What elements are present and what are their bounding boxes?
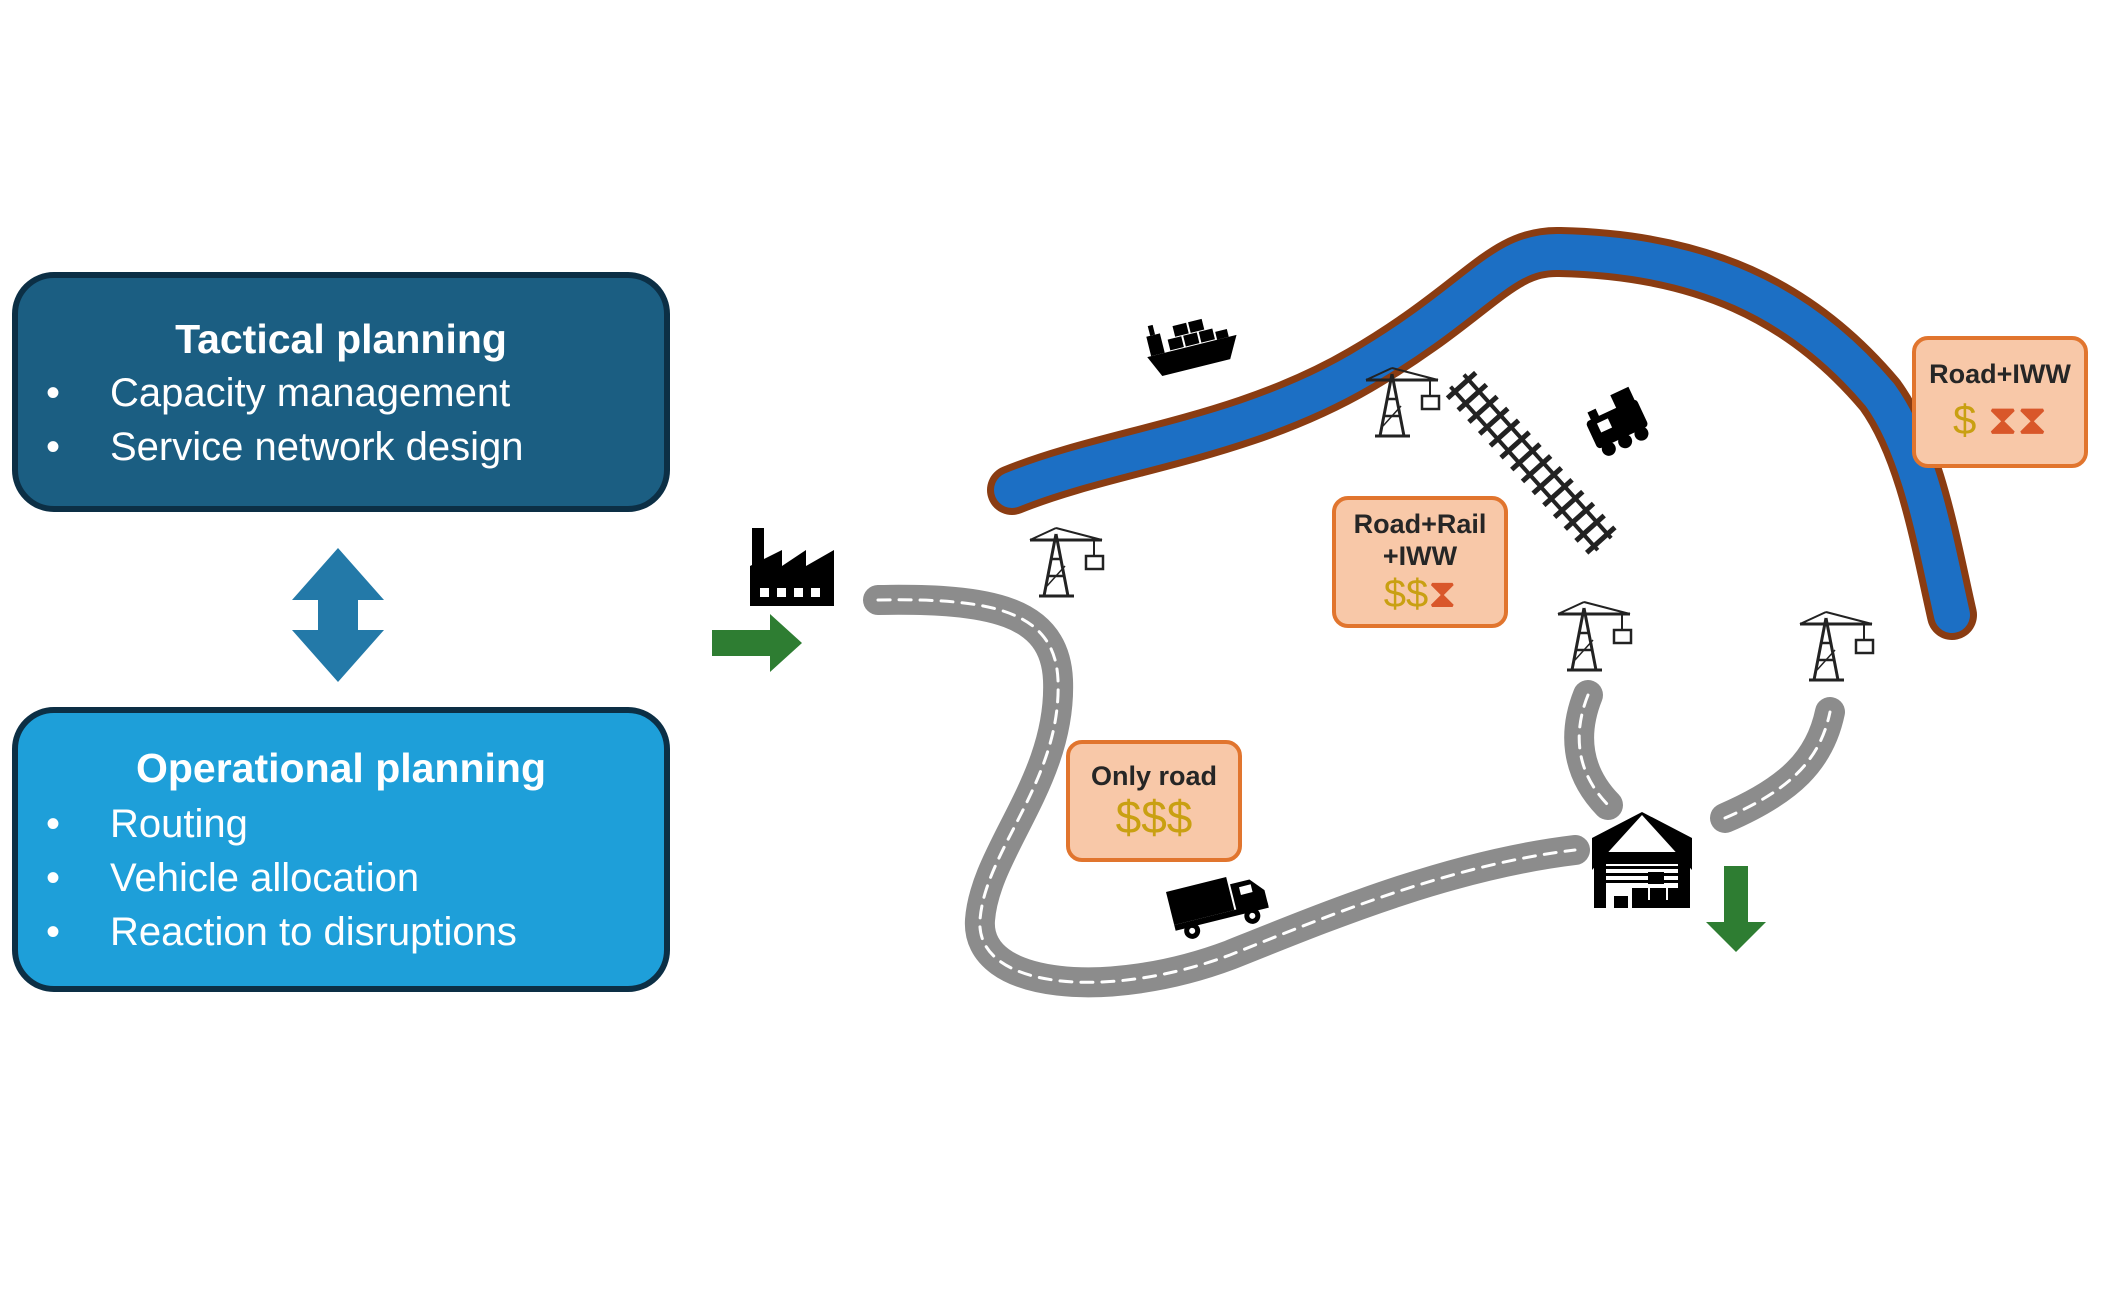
hourglass-icon: ⧗⧗	[1988, 396, 2047, 443]
rail-terminal-road	[1564, 680, 1623, 820]
operational-item-routing: Routing	[110, 802, 248, 846]
truck-icon	[1166, 877, 1269, 939]
tactical-item-network: Service network design	[110, 425, 524, 469]
ship-icon	[1146, 318, 1237, 377]
cost-label-iww: +IWW	[1382, 541, 1458, 571]
operational-planning-box: Operational planning •Routing •Vehicle a…	[12, 707, 670, 992]
tactical-item-capacity: Capacity management	[110, 371, 511, 415]
tactical-planning-title: Tactical planning	[175, 316, 507, 362]
output-arrow-icon	[1706, 866, 1766, 952]
operational-planning-title: Operational planning	[135, 745, 547, 791]
factory-icon	[750, 528, 834, 606]
list-item: •Reaction to disruptions	[46, 910, 517, 954]
cost-box-road-iww: Road+IWW $ ⧗⧗	[1912, 336, 2088, 468]
cost-box-only-road: Only road $$$	[1066, 740, 1242, 862]
dollar-cost-indicator: $$	[1383, 572, 1429, 616]
tactical-planning-list: •Capacity management •Service network de…	[46, 366, 524, 474]
cost-label-road-iww: Road+IWW	[1929, 359, 2071, 389]
operational-planning-list: •Routing •Vehicle allocation •Reaction t…	[46, 797, 517, 959]
river	[987, 227, 1977, 640]
list-item: •Routing	[46, 802, 248, 846]
cost-label-road-rail: Road+Rail	[1353, 509, 1487, 539]
list-item: •Vehicle allocation	[46, 856, 420, 900]
cost-label-only-road: Only road	[1090, 761, 1218, 791]
crane-icon	[1798, 610, 1875, 682]
crane-icon	[1556, 600, 1633, 672]
tactical-planning-box: Tactical planning •Capacity management •…	[12, 272, 670, 512]
warehouse-icon	[1592, 812, 1692, 908]
input-arrow-icon	[712, 614, 802, 672]
list-item: •Service network design	[46, 425, 524, 469]
operational-item-disruptions: Reaction to disruptions	[110, 910, 517, 954]
dollar-cost-indicator: $$$	[1115, 791, 1193, 843]
road-network	[863, 584, 1845, 998]
train-icon	[1586, 386, 1649, 456]
river-terminal-road	[1710, 697, 1845, 833]
list-item: •Capacity management	[46, 371, 511, 415]
operational-item-vehicle: Vehicle allocation	[110, 856, 420, 900]
railway-track-icon	[1445, 370, 1617, 555]
crane-icon	[1028, 526, 1105, 598]
cost-box-road-rail-iww: Road+Rail +IWW $$⧗	[1332, 496, 1508, 628]
double-arrow-icon	[292, 548, 384, 682]
hourglass-icon: ⧗	[1428, 572, 1457, 616]
dollar-cost-indicator: $	[1953, 396, 1977, 443]
